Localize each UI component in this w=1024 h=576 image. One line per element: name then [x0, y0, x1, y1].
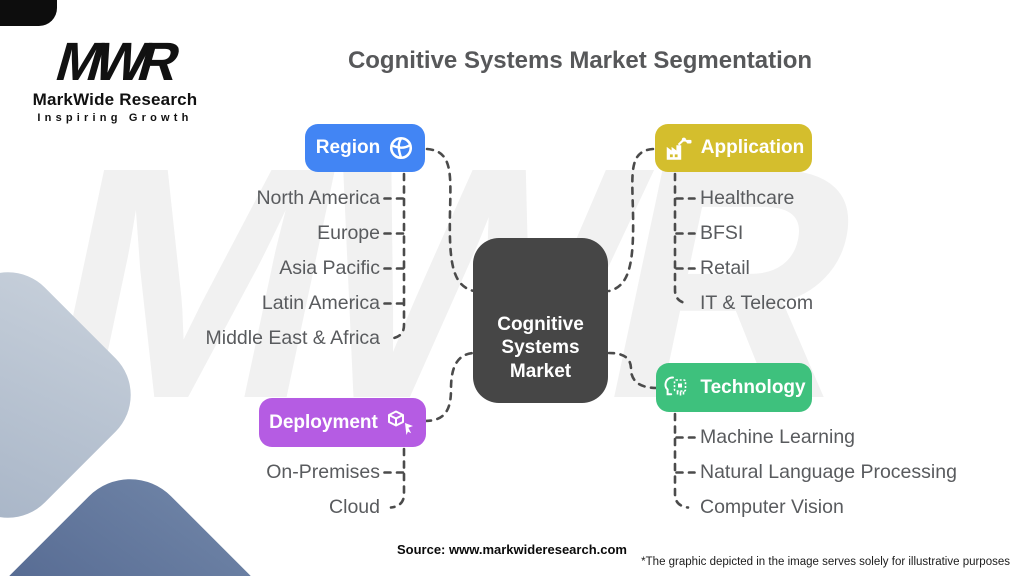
central-node-line: Systems — [501, 337, 580, 359]
ai-head-chip-icon — [662, 374, 692, 401]
connector-deployment-center — [423, 351, 476, 423]
connector-application-center — [607, 147, 655, 293]
connector-region-center — [425, 147, 476, 293]
application-node: Application — [655, 124, 812, 172]
logo-company-name: MarkWide Research — [32, 90, 198, 109]
region-node-label: Region — [315, 137, 381, 158]
brand-logo: MWR MarkWide Research Inspiring Growth — [30, 32, 200, 124]
region-node: Region — [305, 124, 425, 172]
application-item: Retail — [700, 257, 750, 279]
page-title: Cognitive Systems Market Segmentation — [347, 47, 813, 74]
deployment-item: Cloud — [329, 496, 380, 518]
technology-node-label: Technology — [700, 376, 806, 398]
connector-technology-center — [607, 351, 659, 390]
region-item: Asia Pacific — [279, 257, 380, 279]
deployment-list-spine — [389, 447, 406, 509]
globe-icon — [388, 135, 414, 161]
application-item-list: Healthcare BFSI Retail IT & Telecom — [700, 181, 1020, 321]
cube-deploy-icon — [386, 409, 416, 437]
region-item: Europe — [317, 222, 380, 244]
application-item: IT & Telecom — [700, 292, 814, 314]
region-item: Latin America — [261, 292, 380, 314]
technology-item: Natural Language Processing — [700, 461, 957, 483]
central-market-node: Cognitive Systems Market — [473, 238, 608, 403]
technology-node: Technology — [656, 363, 812, 412]
technology-item: Computer Vision — [700, 496, 844, 518]
technology-list-spine — [673, 412, 690, 509]
application-item: BFSI — [700, 222, 744, 244]
region-item: North America — [256, 187, 380, 209]
region-list-spine — [389, 172, 406, 340]
deployment-item-list: On-Premises Cloud — [130, 455, 380, 525]
region-item-list: North America Europe Asia Pacific Latin … — [130, 181, 381, 356]
corner-accent-shape — [0, 0, 57, 26]
deployment-node-label: Deployment — [269, 411, 378, 433]
application-node-label: Application — [700, 137, 805, 158]
deployment-item: On-Premises — [266, 461, 380, 483]
factory-robot-arm-icon — [663, 135, 693, 162]
central-node-line: Cognitive — [497, 313, 584, 335]
application-item: Healthcare — [700, 187, 795, 209]
technology-item: Machine Learning — [700, 426, 856, 448]
disclaimer-text: *The graphic depicted in the image serve… — [641, 556, 1010, 568]
logo-tagline: Inspiring Growth — [37, 112, 193, 124]
central-node-line: Market — [509, 360, 572, 382]
technology-item-list: Machine Learning Natural Language Proces… — [700, 420, 1020, 525]
application-list-spine — [673, 172, 690, 305]
region-item: Middle East & Africa — [205, 327, 381, 349]
logo-monogram: MWR — [49, 32, 181, 92]
deployment-node: Deployment — [259, 398, 426, 447]
source-text: Source: www.markwideresearch.com — [396, 542, 627, 557]
